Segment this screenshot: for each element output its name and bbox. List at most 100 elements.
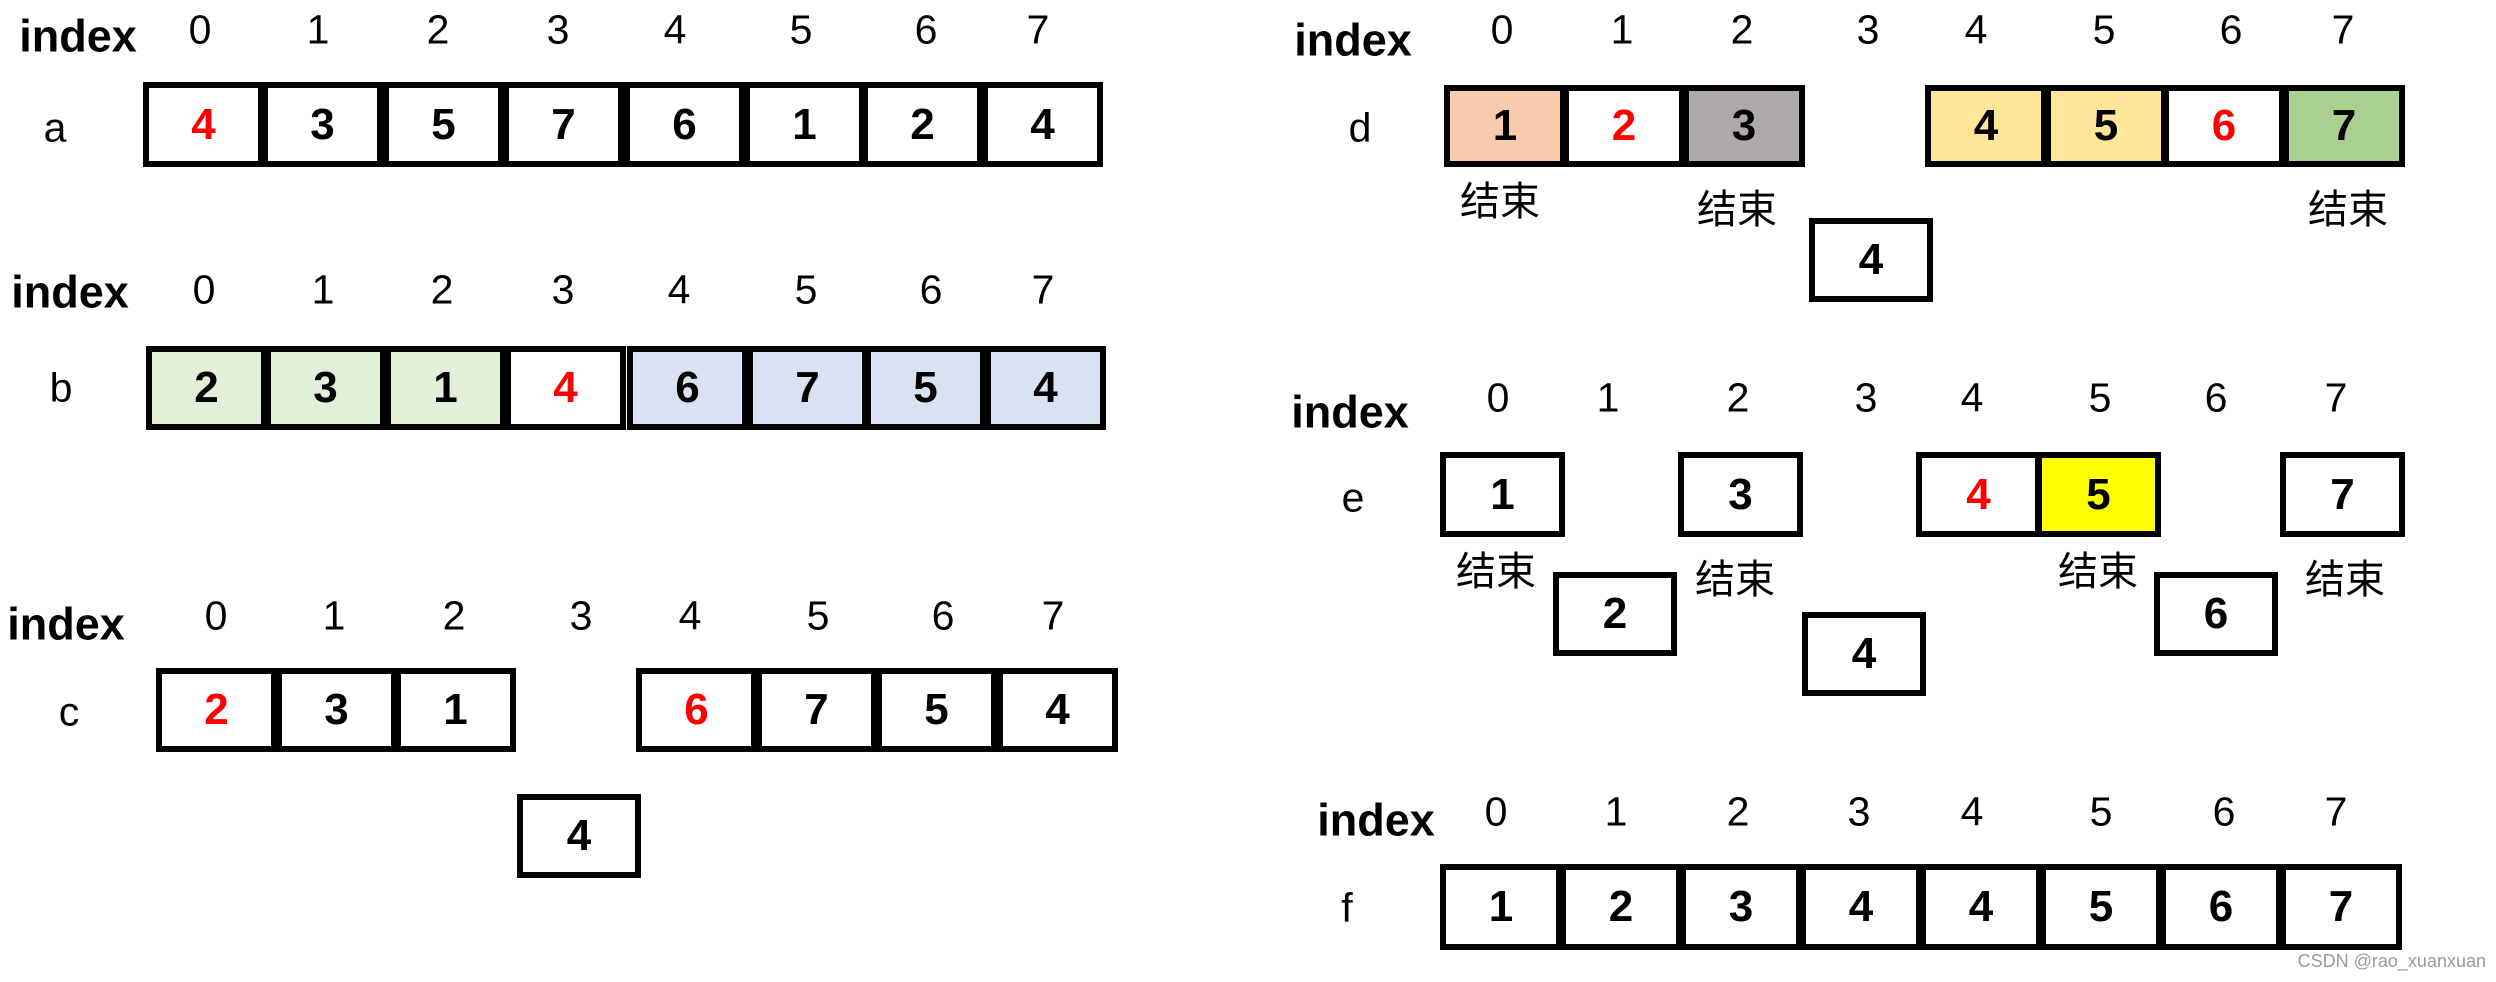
array-cell: 4: [1925, 85, 2047, 167]
index-number: 4: [1960, 788, 1984, 835]
array-cell: 3: [1680, 864, 1802, 950]
pivot-cell: 2: [1553, 572, 1677, 656]
index-number: 0: [1486, 374, 1510, 421]
array-cell: 6: [627, 346, 748, 430]
index-header: index: [7, 598, 125, 650]
array-cell: 7: [2280, 452, 2405, 537]
array-cell: 4: [143, 82, 264, 167]
index-number: 2: [426, 6, 450, 53]
array-cell: 1: [1440, 452, 1565, 537]
array-cell: 7: [2283, 85, 2405, 167]
index-number: 0: [204, 592, 228, 639]
array-cell: 2: [862, 82, 983, 167]
index-header: index: [19, 10, 137, 62]
array-cell: 3: [262, 82, 383, 167]
array-cell: 7: [747, 346, 868, 430]
index-number: 1: [1610, 6, 1634, 53]
index-number: 5: [2088, 374, 2112, 421]
index-number: 2: [1730, 6, 1754, 53]
array-cell: 2: [1563, 85, 1685, 167]
array-cell: 3: [1683, 85, 1805, 167]
end-marker: 结束: [1695, 557, 1775, 603]
index-number: 6: [2212, 788, 2236, 835]
index-number: 0: [1484, 788, 1508, 835]
index-number: 0: [188, 6, 212, 53]
index-number: 7: [2324, 788, 2348, 835]
index-header: index: [1317, 794, 1435, 846]
array-cell: 5: [2045, 85, 2167, 167]
array-cell: 1: [1440, 864, 1562, 950]
index-number: 7: [1031, 266, 1055, 313]
array-cell: 1: [395, 668, 516, 752]
array-cell: 6: [2163, 85, 2285, 167]
end-marker: 结束: [1456, 549, 1536, 595]
row-label: b: [49, 364, 73, 411]
array-cell: 1: [385, 346, 506, 430]
end-marker: 结束: [2308, 187, 2388, 233]
index-number: 6: [914, 6, 938, 53]
index-number: 6: [2219, 6, 2243, 53]
array-cell: 2: [146, 346, 267, 430]
array-cell: 5: [383, 82, 504, 167]
end-marker: 结束: [1697, 187, 1777, 233]
pivot-cell: 4: [1809, 218, 1933, 302]
end-marker: 结束: [2305, 557, 2385, 603]
row-label: e: [1341, 474, 1365, 521]
array-cell: 2: [1560, 864, 1682, 950]
index-number: 6: [2204, 374, 2228, 421]
index-number: 7: [1026, 6, 1050, 53]
index-number: 4: [667, 266, 691, 313]
array-cell: 5: [2040, 864, 2162, 950]
index-number: 1: [1596, 374, 1620, 421]
array-cell: 5: [865, 346, 986, 430]
index-number: 4: [678, 592, 702, 639]
array-cell: 7: [503, 82, 624, 167]
index-number: 3: [1854, 374, 1878, 421]
row-label: d: [1348, 104, 1372, 151]
index-number: 3: [1847, 788, 1871, 835]
array-cell: 5: [876, 668, 997, 752]
index-header: index: [1294, 14, 1412, 66]
index-number: 5: [794, 266, 818, 313]
array-cell: 1: [744, 82, 865, 167]
index-number: 5: [2092, 6, 2116, 53]
array-cell: 2: [156, 668, 277, 752]
index-number: 1: [1604, 788, 1628, 835]
index-number: 2: [1726, 374, 1750, 421]
index-number: 6: [931, 592, 955, 639]
index-number: 6: [919, 266, 943, 313]
array-cell: 7: [2280, 864, 2402, 950]
index-number: 2: [430, 266, 454, 313]
array-cell: 3: [265, 346, 386, 430]
end-marker: 结束: [1460, 179, 1540, 225]
pivot-cell: 6: [2154, 572, 2278, 656]
index-number: 1: [311, 266, 335, 313]
array-cell: 4: [1920, 864, 2042, 950]
index-number: 5: [789, 6, 813, 53]
index-number: 3: [551, 266, 575, 313]
index-number: 4: [1964, 6, 1988, 53]
array-cell: 6: [636, 668, 757, 752]
array-cell: 3: [1678, 452, 1803, 537]
pivot-cell: 4: [517, 794, 641, 878]
array-cell: 4: [1800, 864, 1922, 950]
index-number: 2: [1726, 788, 1750, 835]
array-cell: 3: [276, 668, 397, 752]
index-number: 5: [806, 592, 830, 639]
array-cell: 4: [997, 668, 1118, 752]
watermark: CSDN @rao_xuanxuan: [2297, 951, 2486, 971]
index-number: 3: [546, 6, 570, 53]
array-cell: 4: [505, 346, 626, 430]
array-cell: 4: [985, 346, 1106, 430]
index-number: 2: [442, 592, 466, 639]
row-label: a: [43, 104, 67, 151]
index-number: 7: [2331, 6, 2355, 53]
index-number: 4: [1960, 374, 1984, 421]
index-number: 3: [1856, 6, 1880, 53]
index-number: 0: [1490, 6, 1514, 53]
index-number: 7: [1041, 592, 1065, 639]
array-cell: 5: [2036, 452, 2161, 537]
index-number: 7: [2324, 374, 2348, 421]
index-number: 1: [322, 592, 346, 639]
array-cell: 4: [1916, 452, 2041, 537]
